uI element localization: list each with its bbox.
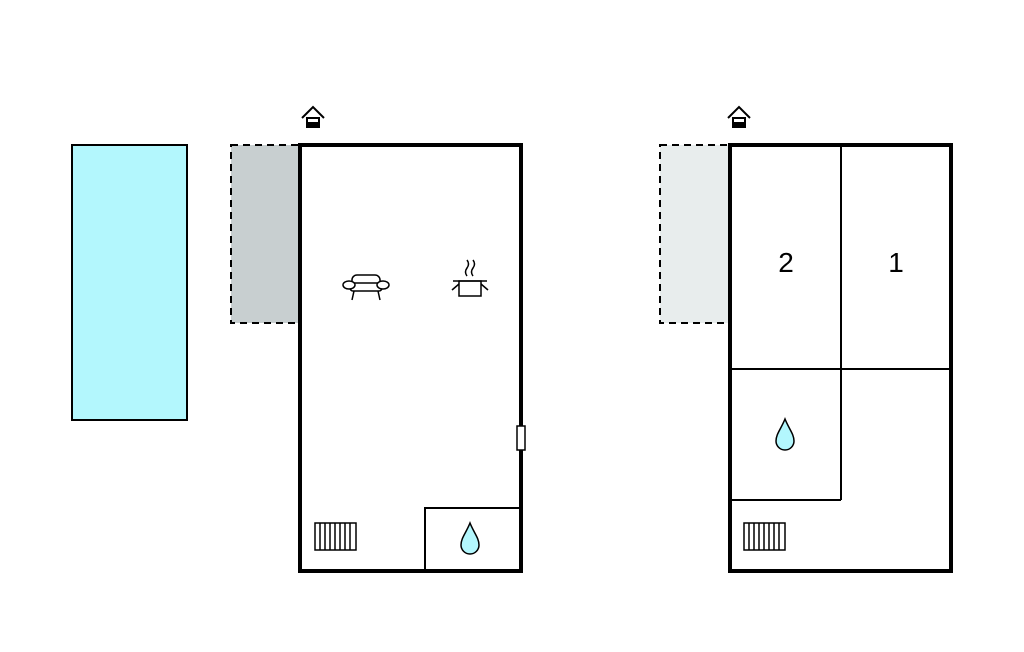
upper-floor: 2 1: [659, 105, 953, 573]
radiator-icon: [743, 522, 786, 551]
water-drop-icon: [460, 520, 480, 555]
radiator-icon: [314, 522, 357, 551]
water-drop-icon: [775, 416, 795, 451]
room-number-1: 1: [888, 247, 904, 278]
terrace: [230, 144, 301, 324]
window: [516, 425, 526, 451]
cooking-pot-icon: [451, 259, 489, 297]
ground-floor: [230, 105, 526, 573]
sofa-icon: [342, 274, 390, 301]
swimming-pool: [71, 144, 188, 421]
house-entrance-icon: [727, 105, 751, 128]
ground-floor-walls: [298, 143, 523, 573]
room-number-2: 2: [778, 247, 794, 278]
bathroom-walls: [424, 507, 521, 571]
terrace: [659, 144, 730, 324]
house-entrance-icon: [301, 105, 325, 128]
